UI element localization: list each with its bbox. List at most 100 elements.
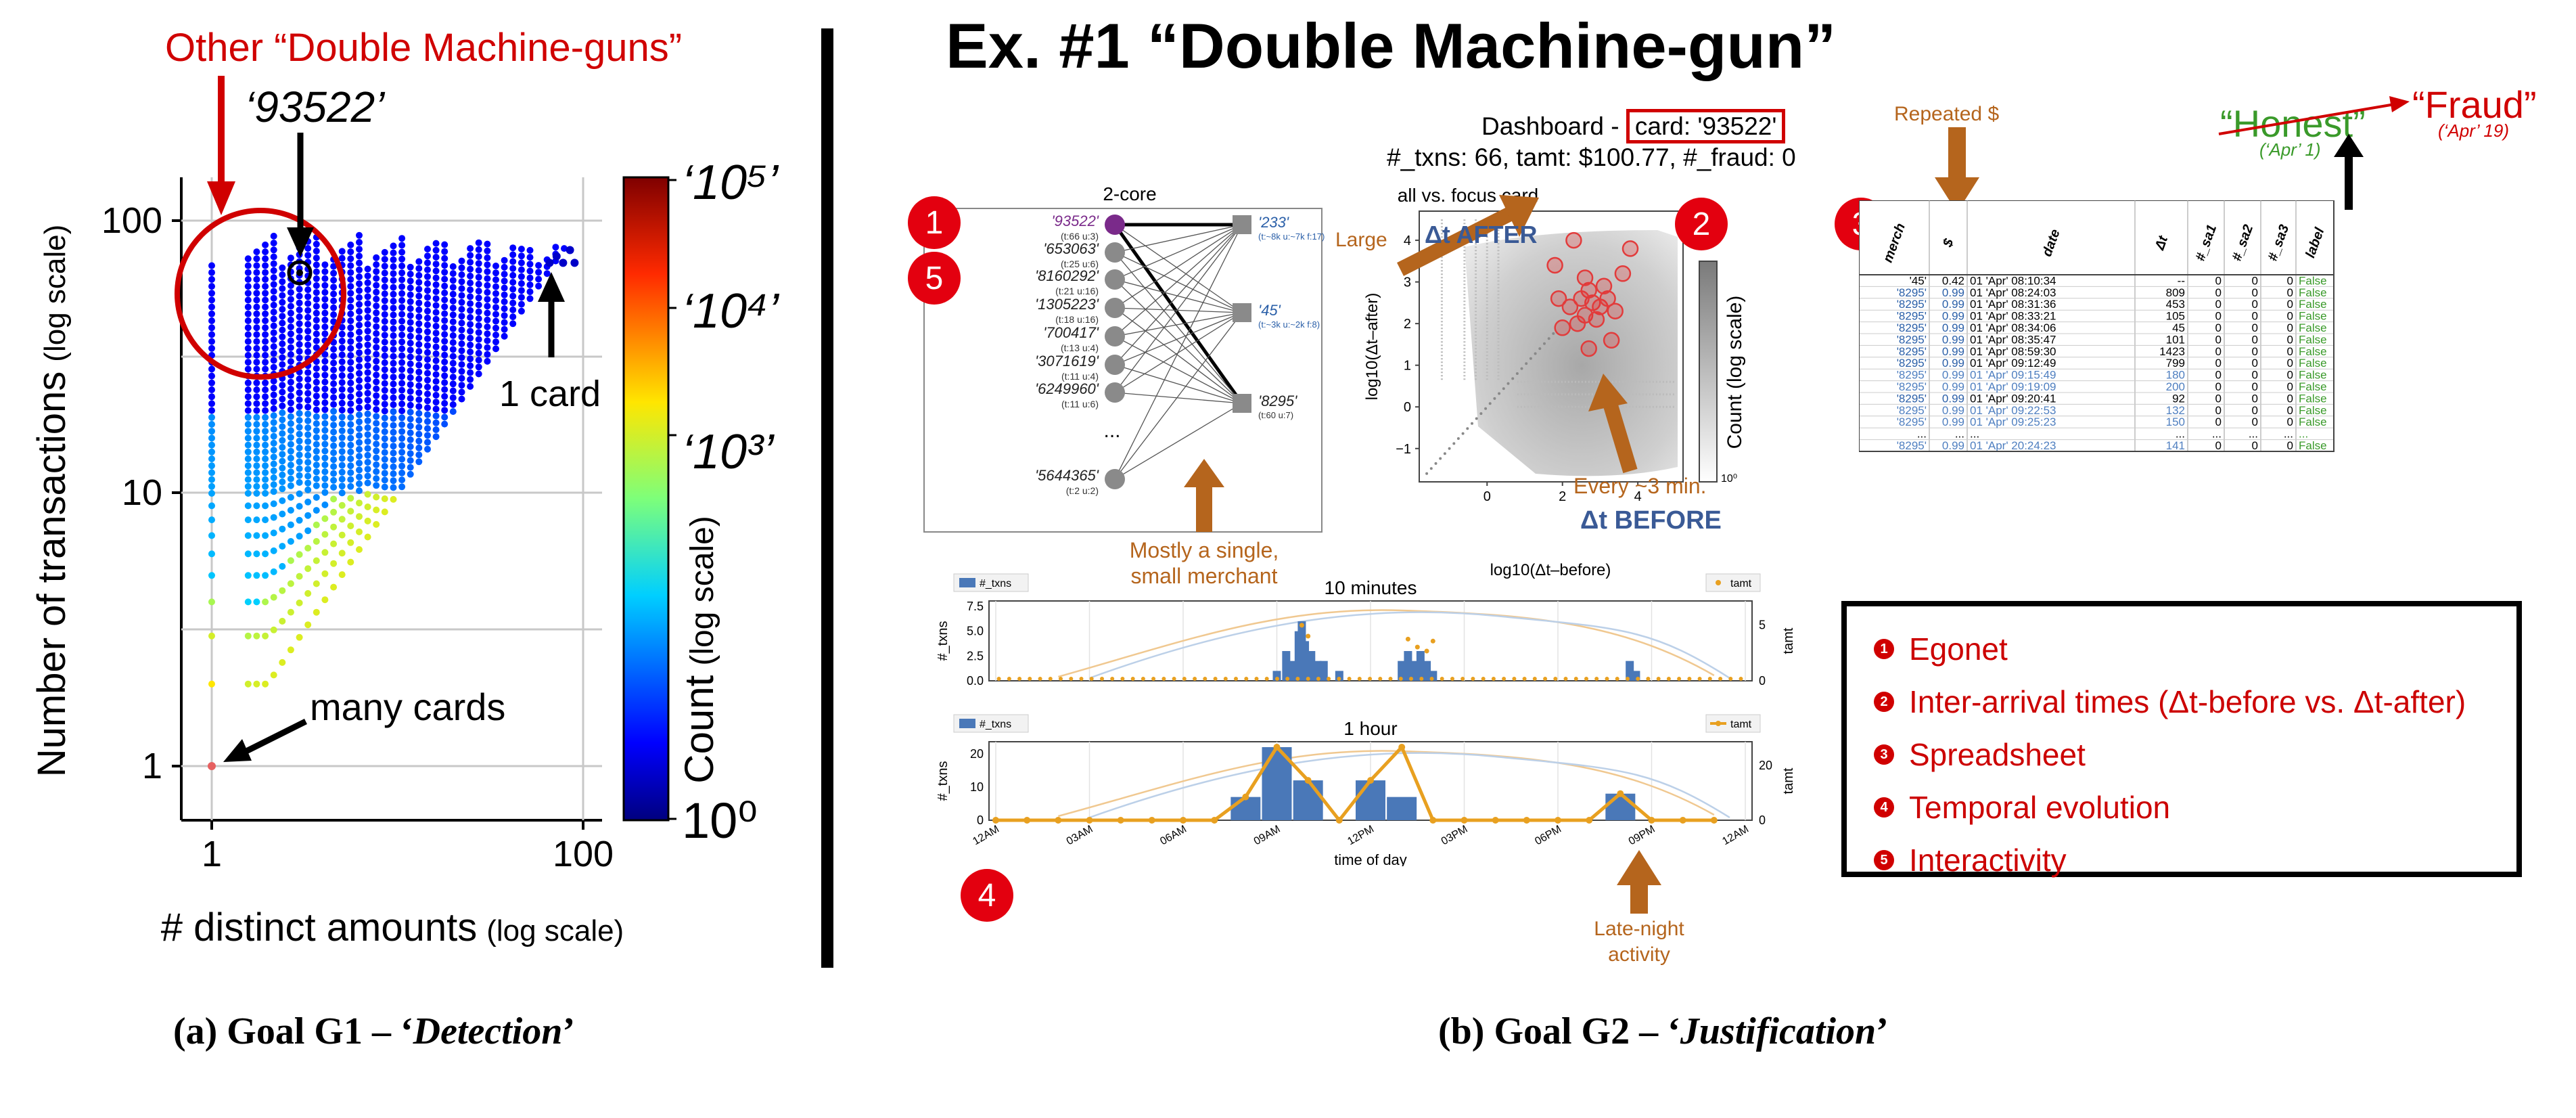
- card-arrow-head: [287, 227, 314, 257]
- scatter-bg-point: [1552, 332, 1555, 335]
- heatmap-point: [313, 296, 320, 303]
- timechart-line-point: [1347, 677, 1352, 681]
- heatmap-point: [381, 366, 388, 374]
- heatmap-point: [253, 476, 260, 483]
- sheet-cell: 01 'Apr' 08:35:47: [1970, 333, 2056, 346]
- heatmap-point: [449, 305, 457, 312]
- heatmap-point: [407, 346, 414, 354]
- heatmap-point: [364, 369, 371, 376]
- heatmap-point: [381, 332, 388, 339]
- card-93522-marker: [287, 260, 313, 286]
- scatter-bg-point: [1471, 422, 1473, 425]
- heatmap-point: [253, 262, 260, 269]
- heatmap-point: [441, 289, 448, 296]
- timechart-line-point: [1110, 677, 1115, 681]
- after-label: Δt AFTER: [1425, 221, 1538, 248]
- egonet-merchant-label: '45': [1258, 302, 1281, 319]
- timechart-line-point: [1532, 677, 1537, 681]
- heatmap-point: [561, 245, 568, 252]
- heatmap-point: [364, 504, 371, 510]
- panel-a-chart: 100 10 1 1 100 Other “Double Machine-gun…: [30, 26, 779, 949]
- heatmap-point: [321, 351, 329, 358]
- heatmap-point: [338, 489, 346, 497]
- heatmap-point: [347, 372, 354, 380]
- heatmap-point: [330, 442, 338, 449]
- timechart-line-point: [1316, 677, 1320, 681]
- heatmap-point: [287, 358, 294, 365]
- heatmap-point: [270, 350, 277, 357]
- sheet-cell: '45': [1910, 274, 1927, 287]
- heatmap-point: [518, 266, 525, 273]
- heatmap-point: [321, 289, 329, 296]
- heatmap-point: [270, 405, 277, 412]
- heatmap-point: [407, 401, 414, 409]
- heatmap-point: [313, 337, 320, 344]
- heatmap-point: [296, 396, 303, 403]
- heatmap-point: [373, 454, 380, 462]
- heatmap-point: [467, 300, 474, 307]
- heatmap-point: [208, 407, 215, 414]
- heatmap-point: [244, 572, 252, 579]
- timechart-line-point: [1429, 817, 1437, 824]
- heatmap-point: [398, 311, 406, 318]
- heatmap-point: [338, 344, 346, 352]
- timechart-legend-label: #_txns: [980, 719, 1011, 730]
- heatmap-point: [253, 393, 260, 401]
- scatter-ytick: −1: [1396, 442, 1411, 457]
- heatmap-point: [244, 352, 252, 359]
- sheet-cell: '8295': [1897, 286, 1927, 299]
- heatmap-point: [208, 680, 215, 688]
- heatmap-point: [287, 399, 294, 407]
- heatmap-point: [253, 469, 260, 476]
- scatter-ytick: 4: [1404, 233, 1411, 248]
- heatmap-point: [253, 255, 260, 263]
- heatmap-point: [208, 379, 215, 386]
- heatmap-point: [356, 384, 363, 391]
- heatmap-point: [441, 407, 448, 414]
- heatmap-point: [356, 246, 363, 253]
- heatmap-point: [262, 434, 269, 442]
- egonet-graph: 2-core '93522'(t:66 u:3)'653063'(t:25 u:…: [923, 183, 1325, 533]
- egonet-edge: [1114, 279, 1243, 313]
- heatmap-point: [356, 328, 363, 336]
- caption-a: (a) Goal G1 – ‘Detection’: [173, 1010, 576, 1052]
- many-cards-label: many cards: [310, 686, 505, 728]
- egonet-merchant-node: [1233, 303, 1251, 322]
- sheet-cell: 01 'Apr' 09:19:09: [1970, 380, 2056, 393]
- heatmap-point: [458, 298, 465, 306]
- heatmap-point: [432, 323, 440, 330]
- sheet-cell: 141: [2166, 439, 2185, 452]
- heatmap-point: [432, 246, 440, 254]
- heatmap-point: [253, 317, 260, 324]
- heatmap-point: [313, 261, 320, 269]
- heatmap-point: [304, 328, 312, 335]
- heatmap-point: [441, 393, 448, 400]
- heatmap-point: [244, 434, 252, 442]
- heatmap-point: [467, 265, 474, 273]
- heatmap-point: [347, 352, 354, 359]
- heatmap-point: [304, 245, 312, 252]
- egonet-card-node: [1105, 269, 1125, 290]
- heatmap-point: [356, 349, 363, 357]
- heatmap-point: [432, 371, 440, 378]
- sheet-cell: False: [2299, 310, 2327, 323]
- heatmap-point: [253, 352, 260, 359]
- heatmap-point: [313, 462, 320, 469]
- timechart-line-point: [1089, 677, 1094, 681]
- heatmap-point: [398, 338, 406, 346]
- timechart-line-point: [1409, 677, 1413, 681]
- heatmap-point: [484, 240, 491, 248]
- heatmap-point: [338, 483, 346, 490]
- heatmap-point: [244, 255, 252, 263]
- heatmap-point: [364, 424, 371, 431]
- heatmap-point: [296, 503, 303, 510]
- heatmap-point: [475, 342, 482, 350]
- heatmap-point: [270, 343, 277, 351]
- colorbar-tick: ‘10³’: [682, 425, 775, 479]
- heatmap-point: [330, 422, 338, 429]
- heatmap-point: [304, 445, 312, 452]
